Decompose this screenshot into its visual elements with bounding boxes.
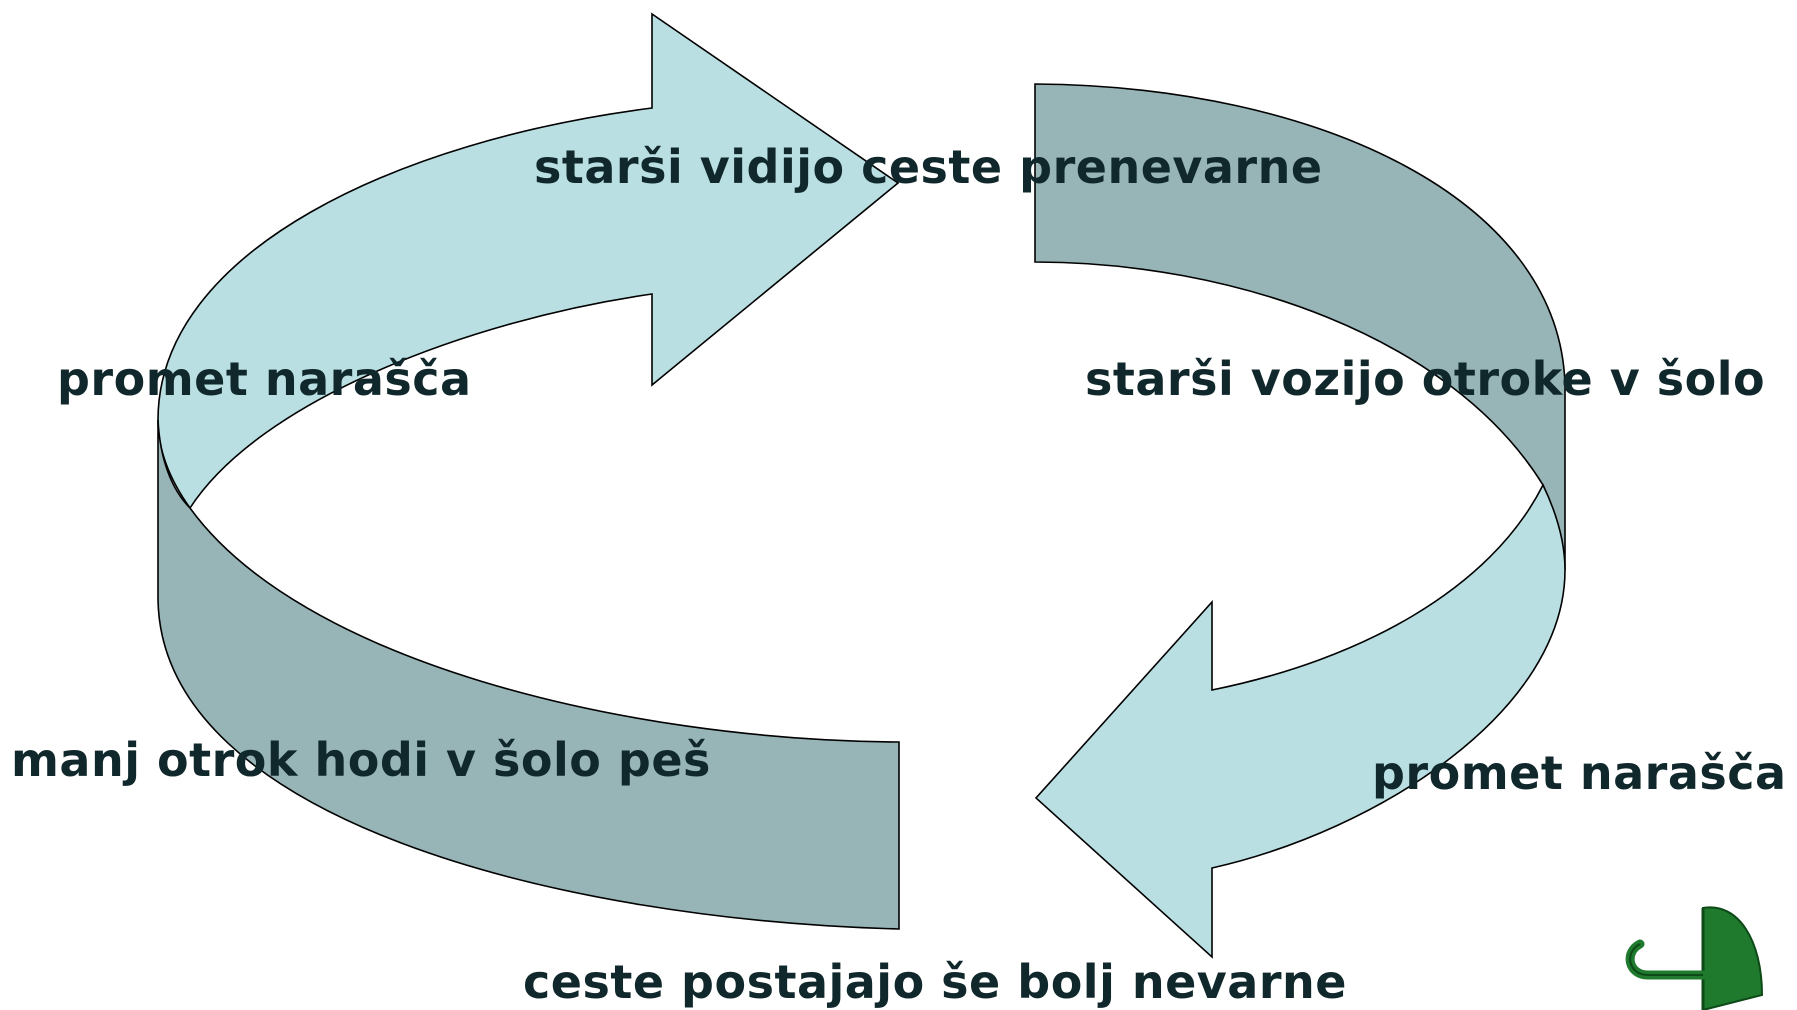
label-parents-see-roads-dangerous: starši vidijo ceste prenevarne	[534, 140, 1323, 194]
arrow-bottom-right	[1034, 483, 1566, 959]
label-traffic-increases-left: promet narašča	[57, 352, 472, 406]
label-roads-become-more-dangerous: ceste postajajo še bolj nevarne	[523, 955, 1347, 1009]
arrow-top-left	[157, 12, 900, 510]
umbrella-icon	[1625, 906, 1764, 1010]
label-fewer-children-walk: manj otrok hodi v šolo peš	[11, 733, 711, 787]
band-bottom-left	[157, 419, 900, 930]
label-parents-drive-children: starši vozijo otroke v šolo	[1085, 352, 1766, 406]
label-traffic-increases-right: promet narašča	[1372, 746, 1787, 800]
